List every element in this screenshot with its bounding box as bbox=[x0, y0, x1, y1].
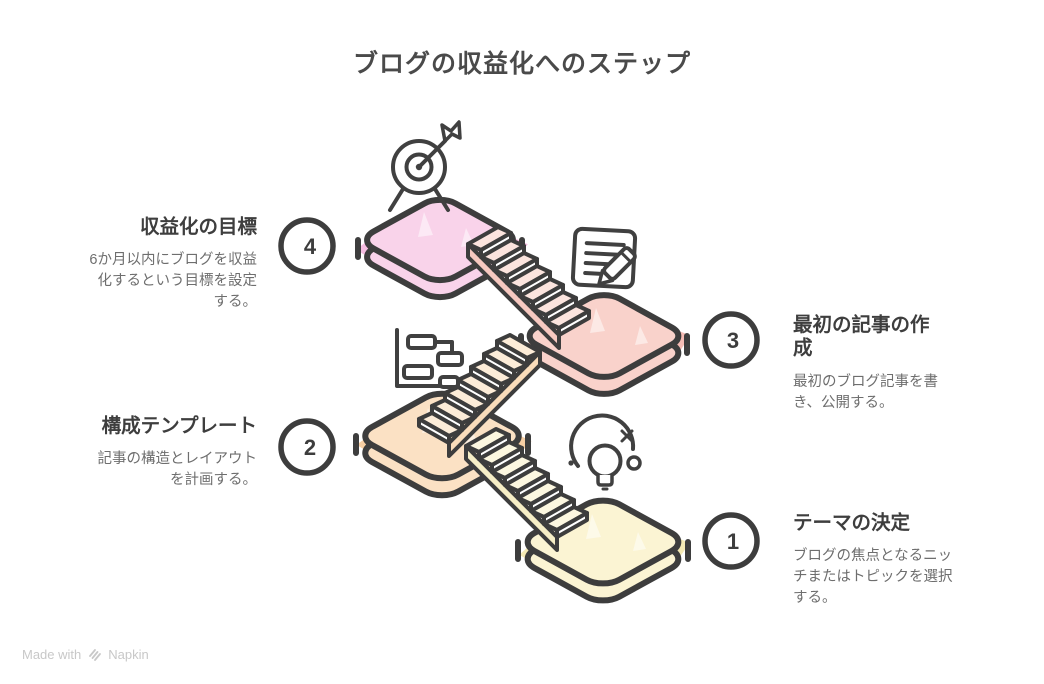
watermark: Made with Napkin bbox=[22, 647, 149, 662]
svg-text:4: 4 bbox=[304, 234, 317, 259]
lightbulb-icon bbox=[568, 413, 642, 491]
document-pencil-icon bbox=[570, 226, 638, 290]
stairs-3-to-2 bbox=[417, 333, 542, 458]
step-2-heading: 構成テンプレート bbox=[101, 415, 257, 437]
step-2-description: 記事の構造とレイアウトを計画する。 bbox=[97, 451, 258, 489]
step-4-heading: 収益化の目標 bbox=[139, 216, 257, 238]
svg-text:3: 3 bbox=[727, 328, 739, 353]
svg-text:1: 1 bbox=[727, 529, 739, 554]
step-1-description: ブログの焦点となるニッチまたはトピックを選択する。 bbox=[793, 548, 953, 607]
stair-side-wall bbox=[447, 350, 542, 458]
napkin-logo-icon bbox=[89, 649, 102, 661]
stair-side-wall bbox=[466, 242, 561, 350]
stairs-4-to-3 bbox=[466, 225, 591, 350]
step-badge-1: 1 bbox=[702, 512, 760, 570]
stair-side-wall bbox=[464, 444, 559, 552]
step-badge-3: 3 bbox=[702, 311, 760, 369]
step-3-description: 最初のブログ記事を書き、公開する。 bbox=[793, 373, 938, 411]
flowchart-icon bbox=[395, 328, 464, 389]
step-1-heading: テーマの決定 bbox=[793, 512, 911, 534]
step-1-text-block: テーマの決定 ブログの焦点となるニッチまたはトピックを選択する。 bbox=[793, 512, 961, 609]
watermark-brand: Napkin bbox=[108, 647, 149, 662]
step-badge-2: 2 bbox=[278, 418, 336, 476]
step-3-text-block: 最初の記事の作成 最初のブログ記事を書き、公開する。 bbox=[793, 314, 948, 414]
step-2-text-block: 構成テンプレート 記事の構造とレイアウトを計画する。 bbox=[85, 415, 258, 491]
stairs-2-to-1 bbox=[464, 427, 589, 552]
step-4-description: 6か月以内にブログを収益化するという目標を設定する。 bbox=[89, 252, 257, 311]
step-4-text-block: 収益化の目標 6か月以内にブログを収益化するという目標を設定する。 bbox=[85, 216, 257, 313]
step-badge-4: 4 bbox=[278, 217, 336, 275]
target-icon bbox=[388, 120, 462, 212]
step-3-heading: 最初の記事の作成 bbox=[793, 314, 930, 360]
svg-text:2: 2 bbox=[304, 435, 316, 460]
page-title: ブログの収益化へのステップ bbox=[352, 50, 691, 78]
watermark-prefix: Made with bbox=[22, 647, 82, 662]
